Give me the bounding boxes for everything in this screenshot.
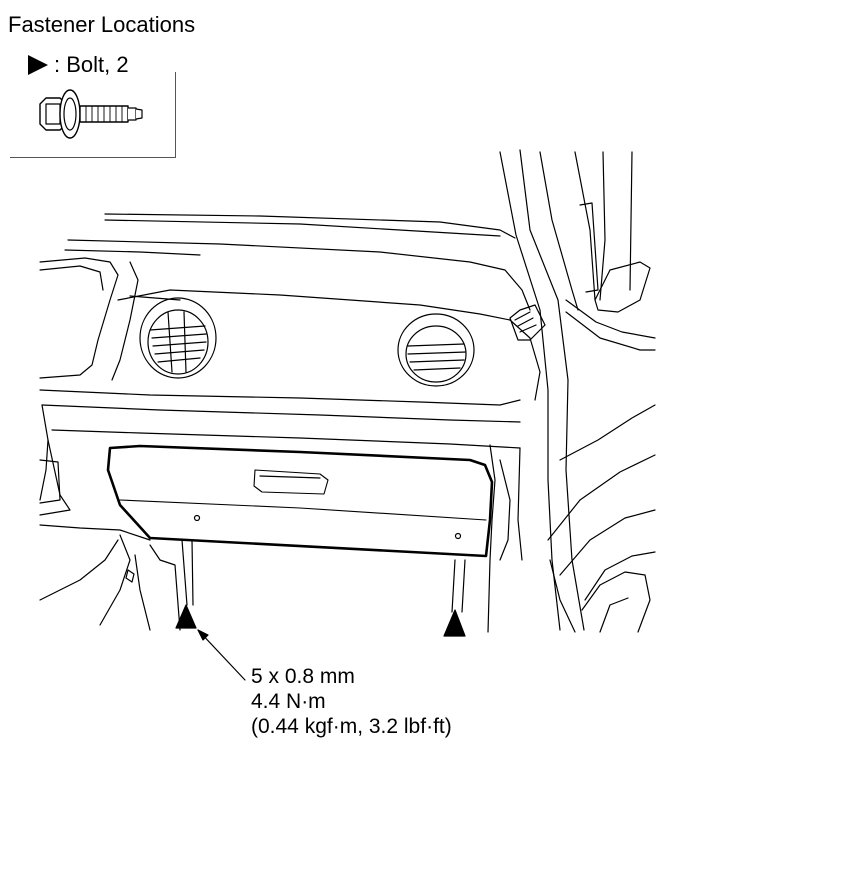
bolt-location-left xyxy=(175,514,201,629)
torque-nm-text: 4.4 N·m xyxy=(251,690,326,713)
legend-box xyxy=(10,72,176,158)
callout-leader xyxy=(197,629,246,681)
bolt-size-text: 5 x 0.8 mm xyxy=(251,665,355,688)
left-air-vent xyxy=(139,297,217,379)
torque-spec-callout: 5 x 0.8 mm 4.4 N·m (0.44 kgf·m, 3.2 lbf·… xyxy=(251,664,452,739)
bolt-icon xyxy=(39,89,143,139)
legend-entry: : Bolt, 2 xyxy=(28,52,129,78)
dashboard-upper xyxy=(39,213,546,423)
glove-box-lid xyxy=(106,444,494,558)
diagram-title: Fastener Locations xyxy=(8,12,196,37)
legend-label: : Bolt, 2 xyxy=(54,52,129,77)
door-trim xyxy=(547,404,656,633)
dashboard-lower xyxy=(39,404,523,633)
a-pillar xyxy=(499,149,656,631)
torque-imperial-text: (0.44 kgf·m, 3.2 lbf·ft) xyxy=(251,715,452,738)
bolt-arrow-icon xyxy=(28,55,48,75)
right-air-vent xyxy=(397,313,475,387)
bolt-location-right xyxy=(443,532,466,637)
